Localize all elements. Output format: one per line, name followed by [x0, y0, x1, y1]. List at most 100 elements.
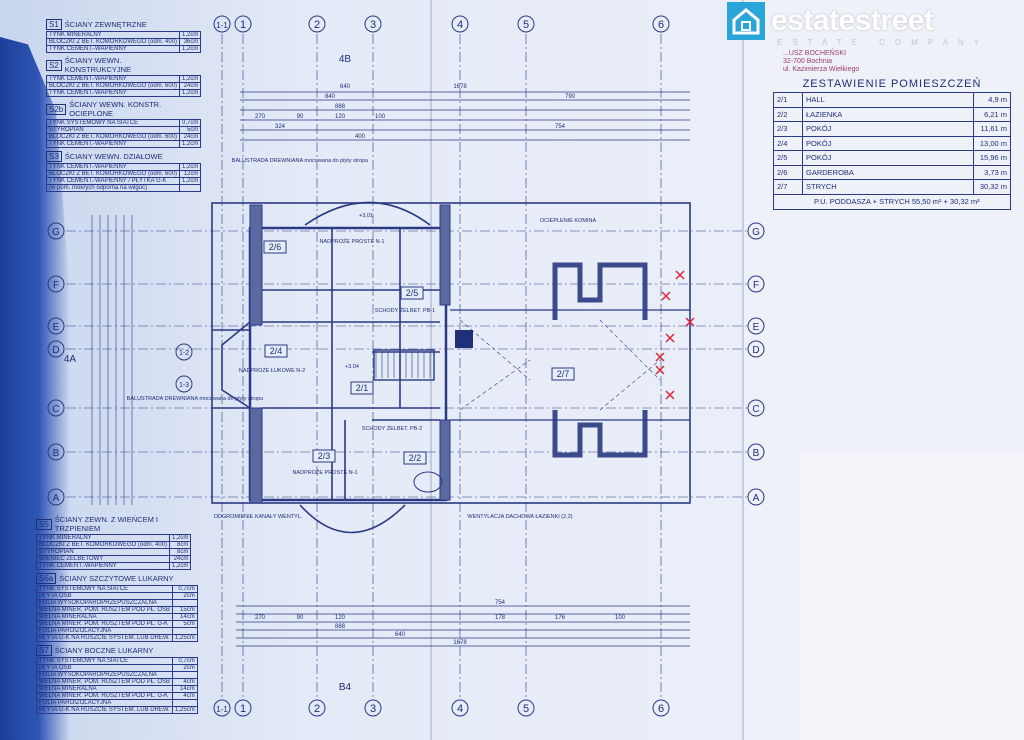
layer-material: PŁYTA OSB: [35, 664, 174, 672]
layer-thickness: 5cm: [179, 126, 202, 134]
layer-thickness: 1,2cm: [179, 45, 202, 53]
axis-label: 1-2: [179, 350, 189, 357]
plan-sheet-corner: [800, 450, 1024, 740]
layer-row: BLOCZKI Z BET. KOMÓRKOWEGO (odm. 600)24c…: [45, 82, 202, 90]
layer-row: FOLIA PAROIZOLACYJNA: [35, 627, 198, 635]
dimension-label: 100: [615, 615, 626, 621]
roof-line: [599, 319, 661, 381]
room-tag: [403, 451, 427, 465]
room-tag: [400, 286, 424, 300]
layer-material: WEŁNA MINER. POM. RUSZTEM POD PŁ. OSB: [35, 678, 174, 686]
axis-label: 6: [658, 19, 664, 31]
room-area: 3,73 m: [973, 164, 1011, 180]
axis-label: 2: [314, 19, 320, 31]
axis-label: 1-1: [216, 705, 228, 714]
axis-bubble: [747, 443, 765, 461]
hatched-wall: [249, 407, 263, 504]
layer-material: STYROPIAN: [45, 126, 181, 134]
layer-material: FOLIA PAROIZOLACYJNA: [35, 627, 174, 635]
layer-thickness: 8cm: [169, 541, 192, 549]
axis-bubble: [47, 222, 65, 240]
axis-bubble: [652, 699, 670, 717]
axis-bubble: [213, 699, 231, 717]
room-label: 2/5: [406, 288, 419, 298]
layer-thickness: 1,2cm: [179, 163, 202, 171]
stamp-line: ul. Kazimierza Wielkiego: [783, 66, 860, 73]
wall-type-name: ŚCIANY WEWN. KONSTR. OCIEPLONE: [69, 100, 162, 118]
axis-bubble: [747, 275, 765, 293]
wall-type-name: ŚCIANY BOCZNE LUKARNY: [54, 646, 154, 655]
layer-material: BLOCZKI Z BET. KOMÓRKOWEGO (odm. 400): [45, 38, 181, 46]
wall-code: S7: [36, 645, 52, 656]
layer-thickness: 24cm: [179, 82, 202, 90]
room-label: 2/7: [557, 369, 570, 379]
watermark-tagline: ESTATE COMPANY: [777, 38, 990, 47]
plan-note: NADPROŻE ŁUKOWE N-2: [239, 367, 305, 374]
red-cross-marker: [655, 352, 665, 362]
layer-thickness: 4cm: [172, 678, 198, 686]
axis-bubble: [747, 399, 765, 417]
wall-code: S2b: [46, 103, 67, 115]
layer-row: PŁYTA G-K NA RUSZCIE SYSTEM. LUB DREW.1,…: [35, 706, 198, 714]
dimension-label: 888: [335, 624, 346, 630]
layer-material: TYNK SYSTEMOWY NA SIATCE: [35, 585, 174, 593]
room-name: ŁAZIENKA: [802, 106, 974, 122]
axis-label: 4: [457, 703, 463, 715]
outer-wall: [211, 202, 691, 504]
rooms-table-title: ZESTAWIENIE POMIESZCZEŃ: [802, 78, 982, 90]
layer-thickness: 1,2cm: [179, 177, 202, 185]
layer-row: (w pom. mokrych odporna na wilgoć): [45, 184, 202, 192]
layer-thickness: 24cm: [179, 133, 202, 141]
wall-type-name: ŚCIANY WEWN. DZIAŁOWE: [64, 152, 163, 161]
room-name: POKÓJ: [802, 135, 974, 151]
axis-label: B: [53, 448, 60, 459]
layer-material: WEŁNA MINER. POM. RUSZTEM POD PŁ. G-K: [35, 692, 174, 700]
axis-bubble: [175, 375, 193, 393]
section-mark: B4: [339, 682, 352, 693]
layer-thickness: 24cm: [169, 555, 192, 563]
plan-note: NADPROŻE PROSTE N-1: [319, 238, 384, 245]
wall: [248, 226, 448, 502]
layer-thickness: 12cm: [179, 170, 202, 178]
axis-label: B: [753, 448, 760, 459]
wall-type-name: ŚCIANY ZEWNĘTRZNE: [64, 20, 147, 29]
watermark: estatestreet ESTATE COMPANY: [727, 2, 979, 47]
dimension-label: 178: [495, 615, 506, 621]
room-name: STRYCH: [802, 179, 974, 195]
layer-material: TYNK MINERALNY: [45, 31, 181, 39]
layer-material: WEŁNA MINER. POM. RUSZTEM POD PŁ. OSB: [35, 606, 174, 614]
dimension-label: 176: [555, 615, 566, 621]
axis-bubble: [213, 15, 231, 33]
stamp-line: 32-700 Bochnia: [783, 58, 833, 65]
plan-note: BALUSTRADA DREWNIANA mocowana do płyty s…: [232, 158, 369, 164]
layer-material: BLOCZKI Z BET. KOMÓRKOWEGO (odm. 400): [35, 541, 171, 549]
room-area: 4,9 m: [973, 92, 1011, 108]
fold-line: [742, 0, 744, 740]
house-logo-icon: [727, 2, 765, 40]
layer-row: BLOCZKI Z BET. KOMÓRKOWEGO (odm. 600)12c…: [45, 170, 202, 178]
dimension-label: 90: [297, 114, 304, 120]
layer-row: FOLIA WYSOKOPAROPRZEPUSZCZALNA: [35, 671, 198, 679]
axis-bubble: [747, 222, 765, 240]
room-label: 2/6: [269, 242, 282, 252]
room-name: HALL: [802, 92, 974, 108]
dimension-label: 324: [275, 124, 286, 130]
